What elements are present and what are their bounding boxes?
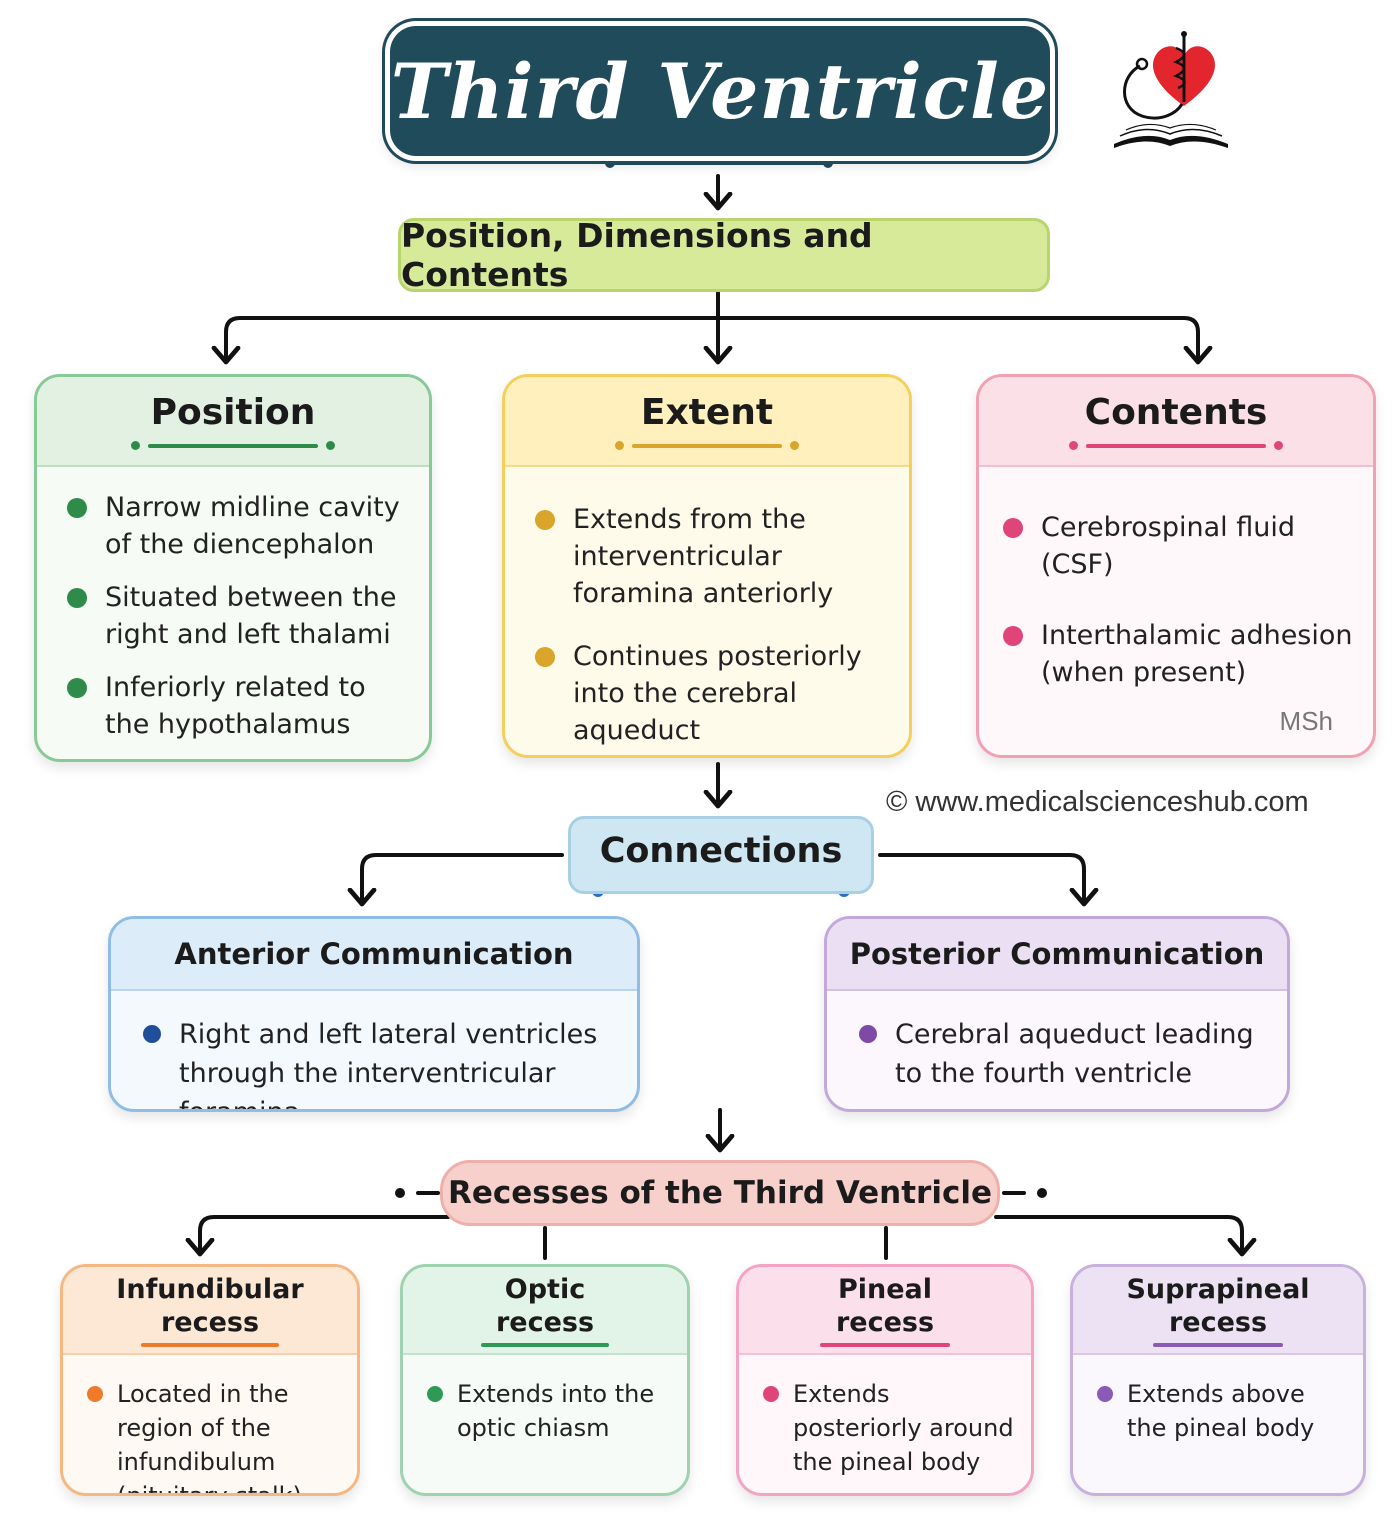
card-header: Optic recess (403, 1267, 687, 1355)
card-header: Extent (505, 377, 909, 467)
bullet-icon (427, 1386, 443, 1402)
bullet-icon (763, 1386, 779, 1402)
card-title: Contents (1084, 392, 1268, 433)
card-header: Pineal recess (739, 1267, 1031, 1355)
bullet-icon (87, 1386, 103, 1402)
section-label: Connections (599, 831, 843, 871)
title-underline (131, 441, 335, 450)
card-header: Posterior Communication (827, 919, 1287, 991)
website-credit: © www.medicalscienceshub.com (886, 786, 1309, 818)
title-underline (1069, 441, 1283, 450)
card-header: Suprapineal recess (1073, 1267, 1363, 1355)
card-header: Infundibular recess (63, 1267, 357, 1355)
title-underline (133, 1343, 287, 1347)
bullet-icon (1097, 1386, 1113, 1402)
card-header: Anterior Communication (111, 919, 637, 991)
list-item: Narrow midline cavity of the diencephalo… (67, 489, 409, 563)
card-title-line2: recess (495, 1307, 595, 1338)
bullet-icon (1003, 626, 1023, 646)
list-item: Right and left lateral ventricles throug… (143, 1015, 617, 1109)
list-item: Inferiorly related to the hypothalamus (67, 669, 409, 743)
card-suprapineal-recess: Suprapineal recess Extends above the pin… (1070, 1264, 1366, 1496)
list-item: Extends posteriorly around the pineal bo… (763, 1377, 1017, 1479)
card-posterior-communication: Posterior Communication Cerebral aqueduc… (824, 916, 1290, 1112)
card-title-line1: Optic (504, 1274, 586, 1305)
bullet-icon (67, 678, 87, 698)
bullet-icon (535, 510, 555, 530)
list-item: Extends from the interventricular forami… (535, 501, 889, 612)
card-title: Position (150, 392, 316, 433)
title-underline (1145, 1343, 1291, 1347)
bullet-icon (143, 1025, 161, 1043)
card-title-line1: Pineal (837, 1274, 933, 1305)
section-label: Recesses of the Third Ventricle (447, 1175, 992, 1211)
list-item: Cerebrospinal fluid (CSF) (1003, 509, 1353, 583)
card-header: Position (37, 377, 429, 467)
card-pineal-recess: Pineal recess Extends posteriorly around… (736, 1264, 1034, 1496)
bullet-icon (67, 498, 87, 518)
card-title-line2: recess (1168, 1307, 1268, 1338)
card-title-line1: Suprapineal (1126, 1274, 1310, 1305)
title-underline (812, 1343, 958, 1347)
card-title-line1: Infundibular (116, 1274, 304, 1305)
card-extent: Extent Extends from the interventricular… (502, 374, 912, 758)
title-banner: Third Ventricle (390, 26, 1050, 156)
bullet-icon (859, 1025, 877, 1043)
card-title: Extent (640, 392, 774, 433)
card-anterior-communication: Anterior Communication Right and left la… (108, 916, 640, 1112)
list-item: Continues posteriorly into the cerebral … (535, 638, 889, 749)
list-item: Extends above the pineal body (1097, 1377, 1349, 1445)
bullet-icon (535, 647, 555, 667)
list-item: Located in the region of the infundibulu… (87, 1377, 343, 1493)
card-title: Anterior Communication (174, 937, 574, 971)
list-item: Interthalamic adhesion (when present) (1003, 617, 1353, 691)
card-infundibular-recess: Infundibular recess Located in the regio… (60, 1264, 360, 1496)
card-header: Contents (979, 377, 1373, 467)
card-title: Posterior Communication (849, 937, 1265, 971)
section-connections: Connections (568, 816, 874, 894)
stethoscope-heart-book-logo (1114, 31, 1228, 148)
title-underline (615, 441, 799, 450)
card-title-line2: recess (835, 1307, 935, 1338)
card-title-line2: recess (160, 1307, 260, 1338)
list-item: Situated between the right and left thal… (67, 579, 409, 653)
section-label: Position, Dimensions and Contents (401, 216, 873, 294)
list-item: Extends into the optic chiasm (427, 1377, 673, 1445)
watermark-initials: MSh (1279, 706, 1333, 736)
section-recesses: Recesses of the Third Ventricle (440, 1160, 1000, 1226)
bullet-icon (67, 588, 87, 608)
card-contents: Contents Cerebrospinal fluid (CSF) Inter… (976, 374, 1376, 758)
section-position-dimensions-contents: Position, Dimensions and Contents (398, 216, 1050, 294)
card-optic-recess: Optic recess Extends into the optic chia… (400, 1264, 690, 1496)
list-item: Cerebral aqueduct leading to the fourth … (859, 1015, 1267, 1093)
title-underline (473, 1343, 617, 1347)
bullet-icon (1003, 518, 1023, 538)
page-title: Third Ventricle (390, 46, 1050, 136)
card-position: Position Narrow midline cavity of the di… (34, 374, 432, 762)
